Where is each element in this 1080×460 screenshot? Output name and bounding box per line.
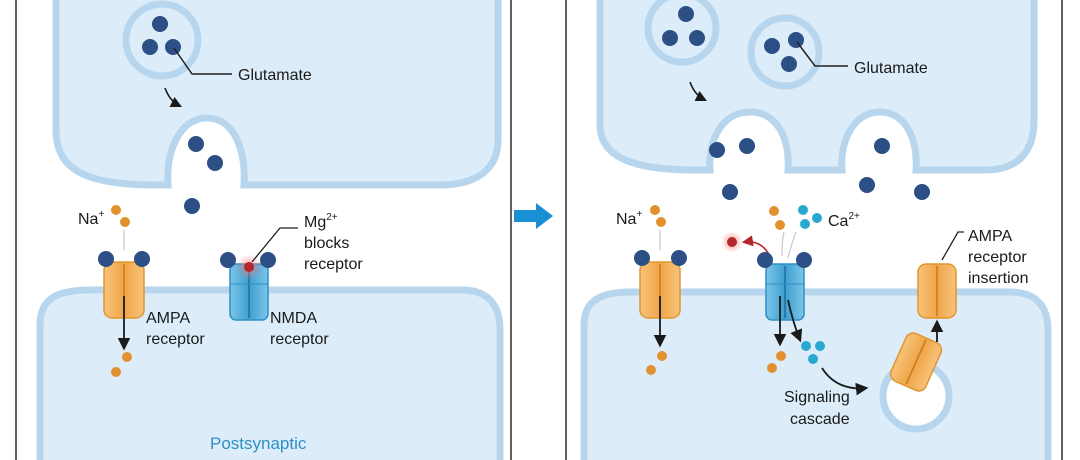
- calcium-ion: [808, 354, 818, 364]
- glutamate-molecule: [914, 184, 930, 200]
- presynaptic-terminal: [52, 0, 502, 189]
- glutamate-molecule: [709, 142, 725, 158]
- glutamate-molecule: [662, 30, 678, 46]
- sodium-ion: [111, 367, 121, 377]
- glutamate-molecule: [260, 252, 276, 268]
- glutamate-molecule: [874, 138, 890, 154]
- sodium-label: Na+: [78, 209, 104, 228]
- glutamate-molecule: [722, 184, 738, 200]
- glutamate-molecule: [671, 250, 687, 266]
- magnesium-ion: [727, 237, 737, 247]
- sodium-ion: [122, 352, 132, 362]
- signaling-label-line2: cascade: [790, 411, 850, 428]
- glutamate-molecule: [184, 198, 200, 214]
- sodium-ion: [646, 365, 656, 375]
- insertion-label-line2: receptor: [968, 249, 1027, 266]
- glutamate-leader-line: [173, 47, 232, 75]
- glutamate-molecule: [757, 252, 773, 268]
- sodium-ion: [767, 363, 777, 373]
- postsynaptic-terminal: [36, 286, 504, 460]
- glutamate-molecule: [796, 252, 812, 268]
- postsynaptic-label: Postsynaptic: [210, 434, 307, 453]
- insertion-leader-line: [941, 231, 964, 261]
- calcium-ion: [812, 213, 822, 223]
- glutamate-molecule: [739, 138, 755, 154]
- release-arrow-icon: [164, 87, 183, 108]
- nmda-receptor: [757, 252, 812, 321]
- calcium-flow-arrow-icon: [787, 299, 803, 343]
- cascade-arrow-icon: [821, 367, 869, 396]
- left-panel: Glutamate Na+ AMPA receptor: [15, 0, 512, 460]
- sodium-ion: [769, 206, 779, 216]
- ion-trace: [787, 231, 797, 259]
- right-arrow-icon: [514, 203, 553, 229]
- mg-label-line2: blocks: [304, 235, 349, 252]
- glutamate-molecule: [764, 38, 780, 54]
- ion-trace: [781, 231, 785, 257]
- calcium-ion: [815, 341, 825, 351]
- glutamate-molecule: [689, 30, 705, 46]
- glutamate-molecule: [678, 6, 694, 22]
- sodium-ion: [650, 205, 660, 215]
- calcium-ion: [798, 205, 808, 215]
- calcium-ion: [801, 341, 811, 351]
- glutamate-molecule: [134, 251, 150, 267]
- right-panel-border: [565, 0, 1063, 460]
- nmda-label-line1: NMDA: [270, 310, 317, 327]
- insertion-label-line3: insertion: [968, 270, 1028, 287]
- glutamate-molecule: [859, 177, 875, 193]
- sodium-ion: [657, 351, 667, 361]
- glutamate-molecule: [165, 39, 181, 55]
- right-panel: Glutamate Na+ Ca2+: [565, 0, 1063, 460]
- magnesium-ion: [244, 262, 254, 272]
- sodium-ion: [120, 217, 130, 227]
- glutamate-label: Glutamate: [854, 60, 928, 77]
- glutamate-molecule: [142, 39, 158, 55]
- calcium-label: Ca2+: [828, 211, 860, 230]
- signaling-label-line1: Signaling: [784, 389, 850, 406]
- glutamate-molecule: [788, 32, 804, 48]
- glutamate-molecule: [781, 56, 797, 72]
- nmda-receptor: [220, 252, 276, 321]
- glutamate-molecule: [152, 16, 168, 32]
- sodium-ion: [775, 220, 785, 230]
- glutamate-leader-line: [796, 41, 848, 67]
- synaptic-vesicle: [122, 0, 202, 80]
- glutamate-label: Glutamate: [238, 67, 312, 84]
- left-panel-border: [15, 0, 512, 460]
- sodium-ion: [656, 217, 666, 227]
- ampa-label-line1: AMPA: [146, 310, 190, 327]
- glutamate-molecule: [220, 252, 236, 268]
- glutamate-molecule: [98, 251, 114, 267]
- glutamate-molecule: [634, 250, 650, 266]
- ampa-receptor-vesicular: [889, 332, 943, 392]
- nmda-label-line2: receptor: [270, 331, 329, 348]
- synaptic-vesicle: [747, 14, 823, 90]
- ampa-label-line2: receptor: [146, 331, 205, 348]
- glutamate-molecule: [207, 155, 223, 171]
- sodium-ion: [111, 205, 121, 215]
- insertion-label-line1: AMPA: [968, 228, 1012, 245]
- mg-leader-line: [251, 227, 298, 263]
- mg-label-line3: receptor: [304, 256, 363, 273]
- mg-label-line1: Mg2+: [304, 212, 338, 231]
- sodium-label: Na+: [616, 209, 642, 228]
- ampa-receptor-inserted: [917, 263, 957, 319]
- sodium-ion: [776, 351, 786, 361]
- synaptic-vesicle: [644, 0, 720, 66]
- release-arrow-icon: [689, 81, 708, 102]
- glutamate-molecule: [188, 136, 204, 152]
- calcium-ion: [800, 219, 810, 229]
